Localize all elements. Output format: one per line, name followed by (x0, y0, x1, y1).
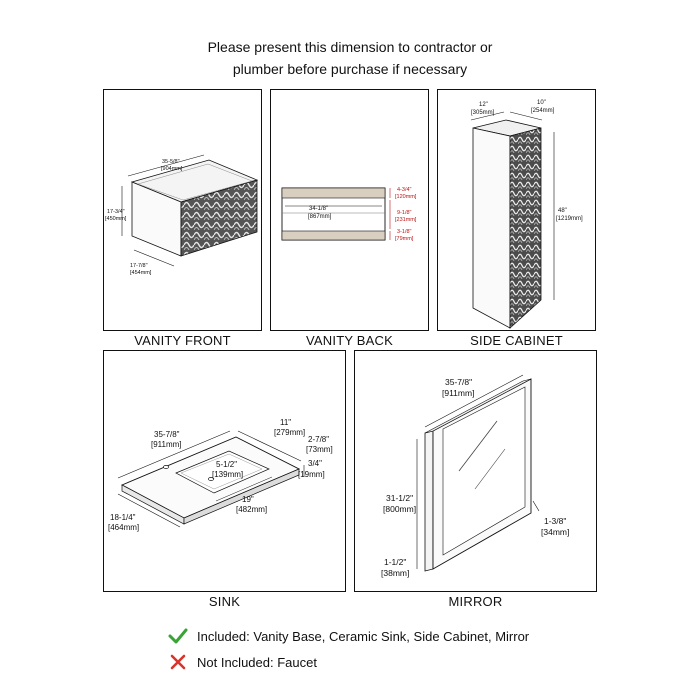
sink-basin-depth: 11" (280, 418, 291, 427)
side-cabinet-width-mm: [305mm] (471, 110, 495, 116)
sink-basin-width: 19" (242, 495, 254, 504)
mirror-depth-mm: [34mm] (541, 527, 569, 537)
vanity-front-height: 17-3/4" (107, 209, 125, 215)
sink-overall-height: 2-7/8" (308, 435, 329, 444)
sink-overall-height-mm: [73mm] (306, 445, 333, 454)
legend-included-text: Included: Vanity Base, Ceramic Sink, Sid… (197, 628, 530, 644)
legend-included: Included: Vanity Base, Ceramic Sink, Sid… (168, 625, 529, 647)
sink-lip: 3/4" (308, 459, 322, 468)
sink-basin-width-mm: [482mm] (236, 505, 267, 514)
mirror-panel: 35-7/8" [911mm] 31-1/2" [800mm] 1-1/2" [… (354, 350, 597, 592)
mirror-frame-mm: [38mm] (381, 568, 409, 578)
side-cabinet-panel: 12" [305mm] 10" [254mm] 48" [1219mm] (437, 89, 596, 331)
vanity-back-top: 4-3/4" (397, 187, 412, 193)
vanity-back-panel: 34-1/8" [867mm] 4-3/4" [120mm] 9-1/8" [2… (270, 89, 429, 331)
side-cabinet-caption: SIDE CABINET (470, 333, 563, 348)
mirror-caption: MIRROR (448, 594, 503, 609)
mirror-depth: 1-3/8" (544, 516, 566, 526)
vanity-front-depth: 17-7/8" (130, 263, 148, 269)
sink-depth: 18-1/4" (110, 513, 136, 522)
vanity-back-width: 34-1/8" (309, 206, 328, 212)
vanity-front-width-mm: [904mm] (161, 166, 183, 172)
vanity-front-caption: VANITY FRONT (134, 333, 231, 348)
mirror-frame: 1-1/2" (384, 557, 406, 567)
vanity-back-bottom: 3-1/8" (397, 229, 412, 235)
mirror-height: 31-1/2" (386, 493, 413, 503)
sink-panel: 35-7/8" [911mm] 18-1/4" [464mm] 19" [482… (103, 350, 346, 592)
sink-lip-mm: [19mm] (298, 470, 325, 479)
vanity-back-bottom-mm: [79mm] (395, 236, 414, 242)
header-line-2: plumber before purchase if necessary (232, 61, 468, 77)
side-cabinet-depth: 10" (537, 100, 546, 106)
checkmark-icon (168, 628, 188, 644)
vanity-back-middle: 9-1/8" (397, 210, 412, 216)
vanity-back-width-mm: [867mm] (308, 214, 332, 220)
legend-not-included-text: Not Included: Faucet (197, 654, 317, 670)
sink-drain-mm: [139mm] (212, 470, 243, 479)
side-cabinet-height: 48" (558, 208, 567, 214)
sink-caption: SINK (208, 594, 241, 609)
cross-icon (170, 654, 186, 670)
sink-depth-mm: [464mm] (108, 523, 139, 532)
legend-not-included: Not Included: Faucet (168, 651, 317, 673)
sink-drain: 5-1/2" (216, 460, 237, 469)
side-cabinet-depth-mm: [254mm] (531, 108, 555, 114)
sink-basin-depth-mm: [279mm] (274, 428, 305, 437)
sink-width-mm: [911mm] (151, 440, 182, 449)
mirror-width-mm: [911mm] (442, 388, 474, 398)
sink-width: 35-7/8" (154, 430, 180, 439)
vanity-back-middle-mm: [231mm] (395, 217, 417, 223)
vanity-back-caption: VANITY BACK (306, 333, 393, 348)
side-cabinet-height-mm: [1219mm] (556, 216, 583, 222)
vanity-back-top-mm: [120mm] (395, 194, 417, 200)
vanity-front-depth-mm: [454mm] (130, 270, 152, 276)
mirror-width: 35-7/8" (445, 377, 472, 387)
vanity-front-panel: 35-5/8" [904mm] 17-3/4" [450mm] 17-7/8" … (103, 89, 262, 331)
mirror-height-mm: [800mm] (383, 504, 416, 514)
side-cabinet-width: 12" (479, 102, 488, 108)
vanity-front-height-mm: [450mm] (105, 216, 127, 222)
header-line-1: Please present this dimension to contrac… (207, 39, 493, 55)
vanity-front-width: 35-5/8" (162, 159, 180, 165)
